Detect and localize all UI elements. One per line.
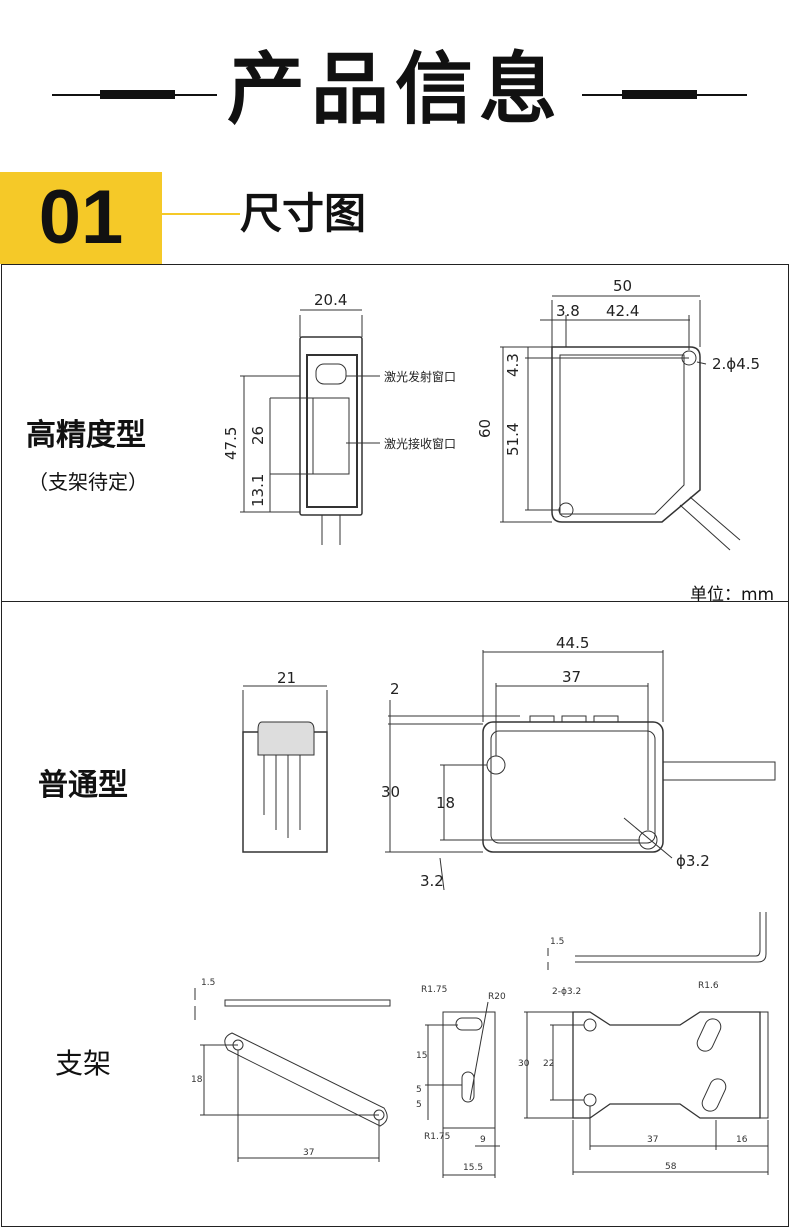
dim-b1-len: 37 (303, 1148, 314, 1158)
page-header: 产品信息 (0, 0, 790, 170)
type-label-standard: 普通型 (38, 768, 128, 803)
dim-std-front-width: 21 (277, 669, 296, 687)
dim-hp-side-height: 60 (476, 419, 494, 438)
dim-hp-side-left: 3.8 (556, 302, 580, 320)
dim-std-side-span: 37 (562, 668, 581, 686)
dim-b2-w1: 9 (480, 1135, 486, 1145)
dim-hp-front-bottom: 13.1 (249, 474, 267, 507)
dim-hp-front-window: 26 (249, 426, 267, 445)
bracket-label: 支架 (55, 1047, 112, 1080)
panel-standard (1, 601, 789, 1227)
dim-b2-w2: 15.5 (463, 1163, 483, 1173)
dim-b2-r1: R1.75 (421, 985, 447, 995)
dim-b3-holes: 2-ϕ3.2 (552, 987, 581, 997)
dim-std-side-height: 30 (381, 783, 400, 801)
section-number: 01 (38, 175, 124, 260)
dim-b2-r3: R1.75 (424, 1132, 450, 1142)
std-front-view (242, 685, 328, 853)
dim-std-side-top: 2 (390, 680, 400, 698)
dim-hp-side-span: 42.4 (606, 302, 639, 320)
dim-hp-side-hole: 2.ϕ4.5 (712, 355, 760, 373)
label-emit-window: 激光发射窗口 (384, 369, 456, 384)
dim-std-side-width: 44.5 (556, 634, 589, 652)
dim-hp-side-width: 50 (613, 277, 632, 295)
dim-b3-h1: 30 (518, 1059, 530, 1069)
page-title: 产品信息 (226, 45, 563, 135)
bracket-2 (425, 1001, 500, 1178)
dim-b1-h: 18 (191, 1075, 203, 1085)
bracket-3 (524, 912, 769, 1175)
dim-hp-front-width: 20.4 (314, 291, 347, 309)
dim-std-side-vspan: 18 (436, 794, 455, 812)
section-title: 尺寸图 (240, 189, 367, 238)
dim-hp-side-vspan: 51.4 (504, 423, 522, 456)
std-side-view (385, 650, 776, 891)
section-connector-line (162, 213, 240, 215)
dim-b2-d2: 5 (416, 1085, 422, 1095)
dim-b3-r: R1.6 (698, 981, 719, 991)
dim-b3-h2: 22 (543, 1059, 554, 1069)
type-note: （支架待定） (28, 470, 148, 494)
dim-b1-thick: 1.5 (201, 978, 215, 988)
unit-label: 单位：mm (690, 585, 775, 605)
dim-b2-d1: 15 (416, 1051, 427, 1061)
dim-b3-w2: 16 (736, 1135, 748, 1145)
header-line-left-thick (100, 90, 175, 99)
section-number-badge: 01 (0, 172, 162, 264)
dim-b3-w1: 37 (647, 1135, 658, 1145)
hp-side-view (500, 295, 741, 551)
dim-b3-thick: 1.5 (550, 937, 564, 947)
dim-std-side-hole: ϕ3.2 (676, 852, 710, 870)
type-label-high-precision: 高精度型 (26, 418, 146, 453)
hp-front-view (240, 309, 380, 545)
dim-b2-d3: 5 (416, 1100, 422, 1110)
dim-b2-r2: R20 (488, 992, 506, 1002)
dim-b3-w3: 58 (665, 1162, 677, 1172)
dim-hp-side-top: 4.3 (504, 353, 522, 377)
dim-hp-front-height: 47.5 (222, 427, 240, 460)
header-line-right-thick (622, 90, 697, 99)
dim-std-side-bottom: 3.2 (420, 872, 444, 890)
bracket-1 (194, 988, 391, 1162)
label-recv-window: 激光接收窗口 (384, 436, 456, 451)
